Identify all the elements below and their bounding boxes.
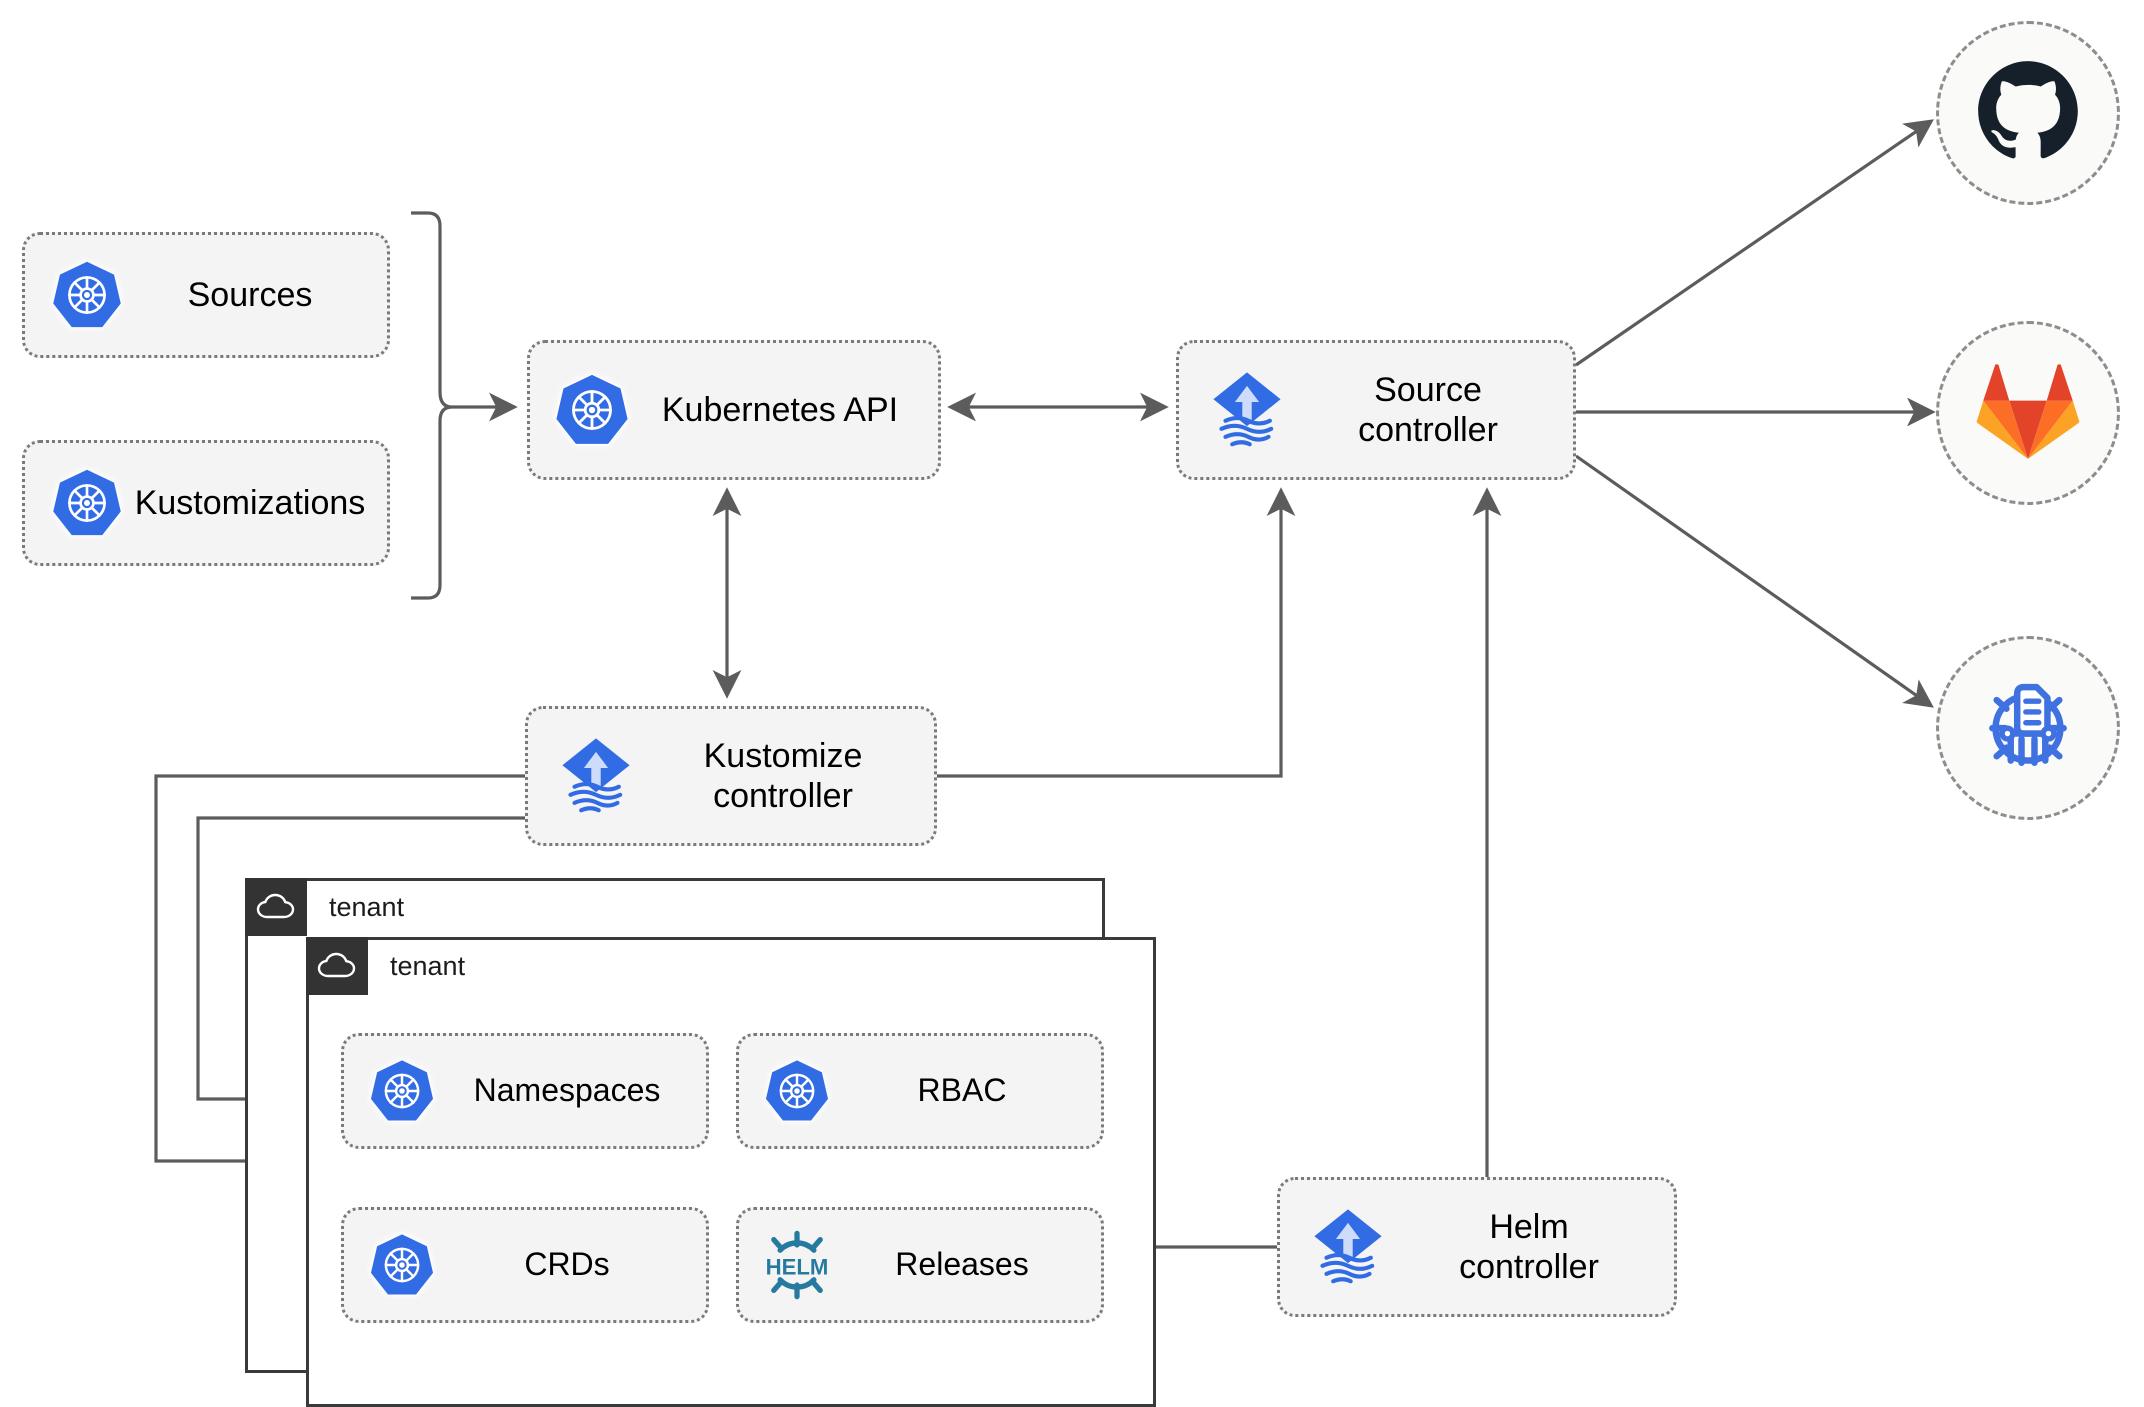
provider-helm-repo[interactable] (1936, 636, 2120, 820)
sources-group-brace (411, 211, 453, 600)
node-crds-label: CRDs (524, 1246, 610, 1283)
github-icon (1976, 59, 2080, 168)
cloud-icon (306, 937, 368, 995)
node-source-controller-label: Source controller (1358, 370, 1498, 449)
node-rbac-label: RBAC (917, 1072, 1007, 1109)
tenant-inner-header: tenant (306, 937, 465, 995)
node-kubernetes-api[interactable]: Kubernetes API (527, 340, 941, 480)
tenant-inner-container (306, 937, 1156, 1407)
node-sources[interactable]: Sources (22, 232, 390, 358)
edge-source-to-github (1575, 119, 1934, 367)
node-namespaces-label: Namespaces (473, 1072, 661, 1109)
node-kustomize-controller[interactable]: Kustomize controller (525, 706, 937, 846)
node-kustomizations-label: Kustomizations (134, 483, 366, 522)
edge-kustomize-to-source (937, 487, 1296, 778)
kubernetes-icon (755, 1057, 839, 1125)
node-releases-label: Releases (895, 1246, 1029, 1283)
node-source-controller[interactable]: Source controller (1176, 340, 1576, 480)
tenant-outer-header: tenant (245, 878, 404, 936)
node-helm-controller-label: Helm controller (1459, 1207, 1599, 1286)
kubernetes-icon (43, 258, 131, 332)
kubernetes-icon (43, 466, 131, 540)
provider-gitlab[interactable] (1936, 321, 2120, 505)
edge-source-to-bucket (1575, 454, 1934, 708)
node-releases[interactable]: HELM Releases (736, 1207, 1104, 1323)
node-namespaces[interactable]: Namespaces (341, 1033, 709, 1149)
kubernetes-icon (360, 1057, 444, 1125)
node-crds[interactable]: CRDs (341, 1207, 709, 1323)
node-kubernetes-api-label: Kubernetes API (661, 390, 899, 429)
flux-icon (1296, 1204, 1400, 1290)
flux-icon (1195, 367, 1299, 453)
helm-icon: HELM (755, 1227, 839, 1303)
svg-text:HELM: HELM (766, 1255, 829, 1280)
tenant-outer-label: tenant (329, 891, 405, 922)
node-kustomizations[interactable]: Kustomizations (22, 440, 390, 566)
node-kustomize-controller-label: Kustomize controller (703, 736, 863, 815)
gitlab-icon (1976, 361, 2080, 466)
helm-repo-icon (1974, 672, 2082, 785)
node-sources-label: Sources (187, 275, 313, 314)
tenant-inner-label: tenant (390, 950, 466, 981)
kubernetes-icon (546, 371, 638, 449)
node-rbac[interactable]: RBAC (736, 1033, 1104, 1149)
provider-github[interactable] (1936, 21, 2120, 205)
flux-icon (544, 733, 648, 819)
node-helm-controller[interactable]: Helm controller (1277, 1177, 1677, 1317)
kubernetes-icon (360, 1231, 444, 1299)
cloud-icon (245, 878, 307, 936)
